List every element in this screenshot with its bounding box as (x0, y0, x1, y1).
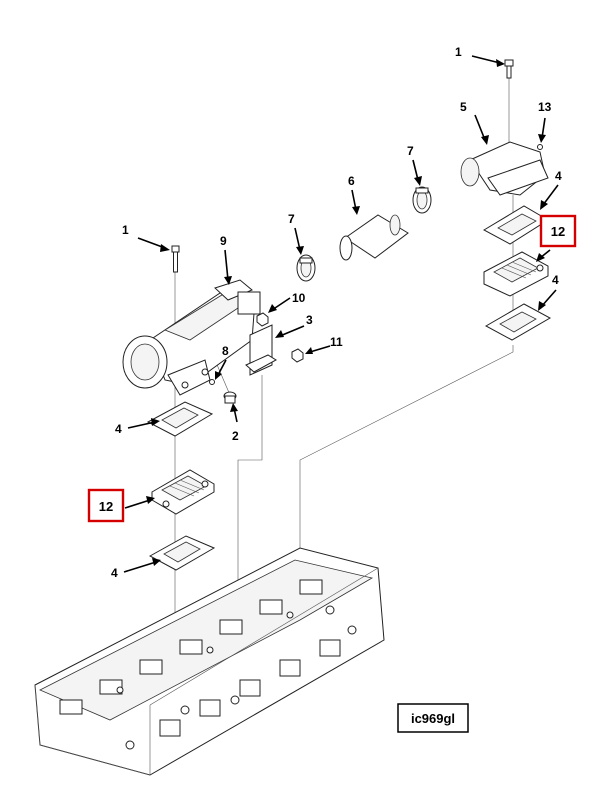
nut-small (256, 312, 269, 327)
exhaust-tube (339, 214, 409, 261)
callout-clamp-left: 7 (288, 212, 295, 226)
highlight-heater-right: 12 (539, 214, 577, 248)
callout-manifold: 9 (220, 234, 227, 248)
callout-nut-bracket: 11 (330, 335, 343, 349)
callout-labels: 1 5 13 7 6 4 4 1 9 7 10 3 11 8 2 4 4 (111, 45, 562, 580)
callout-fitting: 13 (538, 100, 552, 114)
callout-clamp-right: 7 (407, 144, 414, 158)
cylinder-head (34, 547, 385, 776)
right-exhaust-assembly (412, 59, 552, 341)
callout-gasket-right-upper: 4 (555, 169, 562, 183)
figure-id-label: ic969gl (411, 711, 455, 726)
callout-plug: 2 (232, 429, 239, 443)
bolt-left (171, 245, 180, 273)
callout-bolt-left: 1 (122, 223, 129, 237)
gasket-left-upper (146, 401, 214, 437)
left-exhaust-assembly (122, 245, 316, 571)
callout-gasket-left-upper: 4 (115, 422, 122, 436)
callout-tube: 6 (348, 174, 355, 188)
callout-gasket-left-lower: 4 (111, 566, 118, 580)
callout-nut-small: 10 (292, 291, 306, 305)
callout-bracket: 3 (306, 313, 313, 327)
nut-bracket (291, 348, 304, 363)
clamp-right (412, 186, 432, 214)
callout-heater-left: 12 (99, 499, 113, 514)
exhaust-elbow (460, 141, 549, 196)
callout-gasket-right-lower: 4 (552, 273, 559, 287)
callout-heater-right: 12 (551, 224, 565, 239)
washer (209, 379, 215, 385)
figure-reference: ic969gl (397, 703, 469, 733)
gasket-left-lower (148, 535, 216, 571)
plug (223, 391, 237, 404)
callout-bolt-top: 1 (455, 45, 462, 59)
highlight-heater-left: 12 (87, 488, 125, 523)
callout-elbow: 5 (460, 100, 467, 114)
gasket-right-upper (482, 205, 549, 245)
leader-arrows (123, 55, 559, 573)
clamp-left (296, 254, 316, 282)
exhaust-manifold (122, 279, 261, 396)
bolt-top (504, 59, 514, 79)
support-bracket (245, 324, 277, 376)
gasket-right-lower (484, 303, 552, 341)
callout-washer: 8 (222, 344, 229, 358)
grid-heater-right (483, 251, 549, 297)
head-ports (59, 579, 357, 750)
fitting (537, 144, 543, 150)
grid-heater-left (151, 469, 215, 515)
